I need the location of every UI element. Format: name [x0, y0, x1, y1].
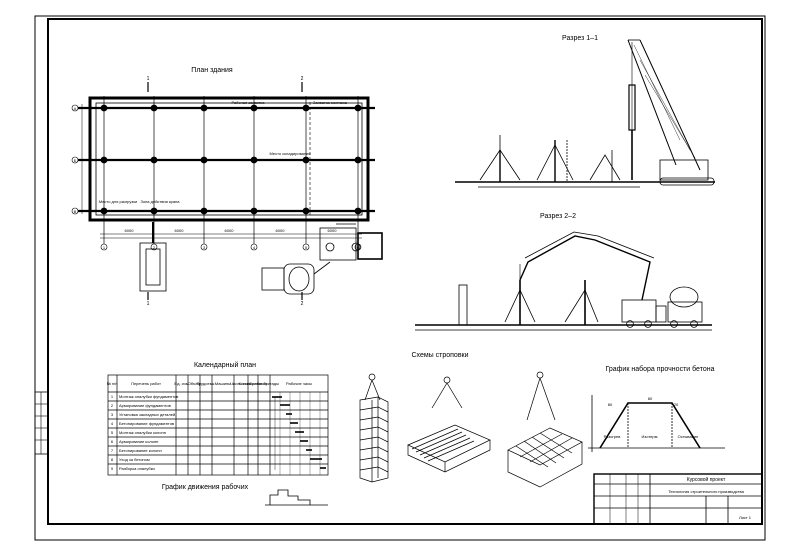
cal-header-workers: Кол-во рабочих — [239, 381, 268, 386]
section2-title: Разрез 2–2 — [540, 213, 576, 220]
cal-row-num: 3 — [111, 412, 114, 417]
section2-drawing — [415, 231, 712, 331]
cal-header-num: № п/п — [107, 381, 118, 386]
cal-row-num: 8 — [111, 457, 114, 462]
cal-header-name: Перечень работ — [131, 381, 161, 386]
outer-frame — [34, 15, 766, 541]
axis-markers — [71, 104, 362, 251]
calendar-title: Календарный план — [194, 361, 256, 369]
sling-column-cage — [359, 373, 389, 483]
cal-header-unit: Ед. изм. — [174, 381, 189, 386]
cal-row-num: 2 — [111, 403, 114, 408]
mixer-truck-plan — [261, 261, 331, 295]
cal-header-hours: Рабочие часы — [286, 381, 312, 386]
cal-row-name: Армирование фундаментов — [119, 403, 171, 408]
dim-1: 6000 — [125, 228, 135, 233]
crane-plan — [319, 223, 383, 261]
section-mark-top-1: 1 — [147, 76, 150, 82]
concrete-pump-plan — [139, 222, 167, 292]
strength-value-1: 80 — [608, 402, 613, 407]
axis-label-5: 5 — [305, 245, 308, 250]
workers-chart-title: График движения рабочих — [162, 483, 249, 491]
plan-note-5: Место складирования — [269, 151, 310, 156]
strength-label-heat: Разогрев — [604, 434, 621, 439]
dim-3: 6000 — [225, 228, 235, 233]
cal-header-machines: Машины — [215, 381, 231, 386]
binding-strip — [34, 391, 49, 455]
cal-header-labor: Трудоемк. — [197, 381, 216, 386]
axis-label-v: В — [74, 209, 77, 214]
cal-row-name: Монтаж опалубки колонн — [119, 430, 166, 435]
dim-4: 6000 — [276, 228, 286, 233]
building-plan — [78, 96, 375, 244]
cal-header-shifts: Число смен — [230, 381, 252, 386]
dim-5: 6000 — [328, 228, 338, 233]
cal-row-name: Бетонирование фундаментов — [119, 421, 174, 426]
section1-drawing — [455, 39, 715, 188]
cal-header-volume: Объем — [188, 381, 201, 386]
inner-frame — [47, 18, 763, 525]
cal-row-name: Бетонирование колонн — [119, 448, 162, 453]
axis-label-b: Б — [74, 158, 77, 163]
cal-row-num: 5 — [111, 430, 114, 435]
axis-label-1: 1 — [103, 245, 106, 250]
workers-chart — [265, 489, 328, 506]
dim-2: 6000 — [175, 228, 185, 233]
strength-label-cool: Остывание — [678, 434, 700, 439]
strength-chart-title: График набора прочности бетона — [605, 365, 714, 373]
cal-row-name: Монтаж опалубки фундаментов — [119, 394, 178, 399]
section-mark-bottom-2: 2 — [301, 301, 304, 307]
title-block — [593, 473, 763, 525]
plan-note-1: Рабочая захватка — [232, 100, 266, 105]
cal-row-name: Разборка опалубки — [119, 466, 155, 471]
section-cut-lines — [147, 82, 303, 300]
strength-chart — [588, 395, 725, 452]
sling-rebar-bundle — [407, 376, 491, 473]
cal-row-num: 1 — [111, 394, 114, 399]
cal-row-num: 9 — [111, 466, 114, 471]
cal-row-num: 4 — [111, 421, 114, 426]
strength-value-2: 80 — [648, 396, 653, 401]
axis-label-4: 4 — [253, 245, 256, 250]
section-mark-bottom-1: 1 — [147, 301, 150, 307]
cal-header-team: Состав бригады — [249, 381, 279, 386]
cal-row-num: 7 — [111, 448, 114, 453]
cal-row-name: Уход за бетоном — [119, 457, 150, 462]
axis-label-a: А — [74, 106, 77, 111]
plan-title: План здания — [191, 67, 233, 74]
axis-label-2: 2 — [153, 245, 156, 250]
plan-note-3: Место для разгрузки — [99, 199, 137, 204]
stamp-subject: Технология строительного производства — [668, 489, 744, 494]
cal-row-num: 6 — [111, 439, 114, 444]
section-mark-top-2: 2 — [301, 76, 304, 82]
section1-title: Разрез 1–1 — [562, 35, 598, 42]
sling-mesh-panel — [507, 371, 583, 488]
calendar-table — [107, 374, 329, 476]
plan-note-4: Зона действия крана — [140, 199, 180, 204]
strength-label-iso: Изотерм. — [642, 434, 659, 439]
axis-label-3: 3 — [203, 245, 206, 250]
stamp-sheet: Лист 1 — [739, 515, 752, 520]
strength-value-3: 20 — [674, 402, 679, 407]
slinging-title: Схемы строповки — [411, 352, 468, 359]
cal-row-name: Армирование колонн — [119, 439, 158, 444]
cal-row-name: Установка закладных деталей — [119, 412, 175, 417]
stamp-title: Курсовой проект — [687, 476, 726, 483]
plan-note-2: Захватка монтажа — [313, 100, 348, 105]
